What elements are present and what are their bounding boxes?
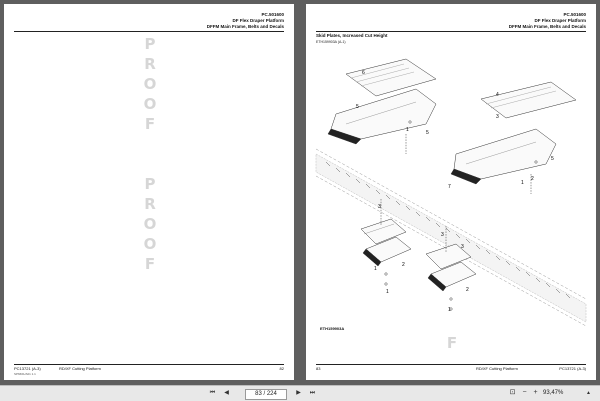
right-header-title: DF Flex Draper Platform bbox=[534, 18, 586, 23]
watermark-letter: P bbox=[144, 35, 156, 53]
right-footer-page: 83 bbox=[316, 366, 321, 371]
prev-page-icon[interactable]: ◀ bbox=[224, 390, 229, 396]
watermark-gap bbox=[140, 134, 160, 174]
left-page: PC.501600 DF Flex Draper Platform DFFM M… bbox=[4, 4, 294, 380]
fit-page-icon[interactable]: ⊡ bbox=[509, 389, 516, 396]
section-code: ETH159903A (A-1) bbox=[316, 40, 346, 44]
watermark-letter: O bbox=[143, 75, 157, 93]
page-number-input[interactable]: 83 / 224 bbox=[245, 388, 287, 400]
right-page: PC.501600 DF Flex Draper Platform DFFM M… bbox=[306, 4, 596, 380]
left-header-rule bbox=[14, 31, 284, 32]
left-header: PC.501600 DF Flex Draper Platform DFFM M… bbox=[207, 12, 284, 30]
right-footer-rule bbox=[316, 364, 586, 365]
watermark-letter: F bbox=[144, 115, 156, 133]
zoom-in-icon[interactable]: + bbox=[533, 389, 538, 396]
callout-label: 1 bbox=[386, 289, 389, 295]
left-footer-center: RD/XF Cutting Platform bbox=[59, 366, 101, 371]
watermark-letter: F bbox=[144, 255, 156, 273]
callout-label: 7 bbox=[448, 184, 451, 190]
watermark-letter: R bbox=[144, 55, 156, 73]
callout-label: 1 bbox=[521, 180, 524, 186]
right-footer-doc: PC13721 bbox=[559, 366, 576, 371]
left-header-code: PC.501600 bbox=[261, 12, 284, 17]
zoom-level[interactable]: 93,47% bbox=[543, 390, 564, 396]
parts-diagram bbox=[315, 58, 587, 327]
callout-label: 2 bbox=[466, 287, 469, 293]
figure-code: ETH159903A bbox=[320, 326, 345, 331]
last-page-icon[interactable]: ⏭ bbox=[309, 390, 316, 396]
callout-label: 1 bbox=[448, 307, 451, 313]
right-header: PC.501600 DF Flex Draper Platform DFFM M… bbox=[509, 12, 586, 30]
callout-label: 2 bbox=[402, 262, 405, 268]
callout-label: 2 bbox=[531, 176, 534, 182]
callout-label: 1 bbox=[374, 266, 377, 272]
watermark-letter: P bbox=[144, 175, 156, 193]
right-header-code: PC.501600 bbox=[563, 12, 586, 17]
callout-label: 6 bbox=[362, 70, 365, 76]
watermark-letter: O bbox=[143, 95, 157, 113]
left-header-section: DFFM Main Frame, Belts and Decals bbox=[206, 24, 284, 29]
zoom-out-icon[interactable]: − bbox=[522, 389, 527, 396]
callout-label: 3 bbox=[378, 204, 381, 210]
document-viewer[interactable]: PC.501600 DF Flex Draper Platform DFFM M… bbox=[0, 0, 600, 385]
left-footer-code: SP6661/A01 1.1 bbox=[14, 372, 36, 376]
left-footer-left: PC13721 (A-3) bbox=[14, 366, 41, 371]
callout-label: 4 bbox=[496, 92, 499, 98]
left-footer-page: 82 bbox=[279, 366, 284, 371]
left-footer-rev: (A-3) bbox=[31, 366, 41, 371]
watermark-letter: O bbox=[143, 235, 157, 253]
viewer-toolbar: ⏮ ◀ 83 / 224 ▶ ⏭ ⊡ − + 93,47% ▲ bbox=[0, 385, 600, 401]
chevron-up-icon[interactable]: ▲ bbox=[586, 390, 591, 396]
right-footer-rev: (A-3) bbox=[577, 366, 586, 371]
watermark-letter: O bbox=[143, 215, 157, 233]
left-footer-doc: PC13721 bbox=[14, 366, 31, 371]
callout-label: 1 bbox=[406, 127, 409, 133]
section-title: Skid Plates, Increased Cut Height bbox=[316, 33, 388, 38]
callout-label: 5 bbox=[551, 156, 554, 162]
watermark-letter: R bbox=[144, 195, 156, 213]
callout-label: 3 bbox=[496, 114, 499, 120]
next-page-icon[interactable]: ▶ bbox=[296, 390, 301, 396]
right-footer-center: RD/XF Cutting Platform bbox=[476, 366, 518, 371]
left-header-title: DF Flex Draper Platform bbox=[232, 18, 284, 23]
right-header-rule bbox=[316, 31, 586, 32]
left-footer-rule bbox=[14, 364, 284, 365]
right-footer-right: PC13721 (A-3) bbox=[559, 366, 586, 371]
callout-label: 3 bbox=[441, 232, 444, 238]
right-header-section: DFFM Main Frame, Belts and Decals bbox=[508, 24, 586, 29]
first-page-icon[interactable]: ⏮ bbox=[209, 390, 216, 396]
callout-label: 5 bbox=[426, 130, 429, 136]
callout-label: 3 bbox=[461, 244, 464, 250]
proof-watermark-letter: F bbox=[446, 334, 458, 352]
callout-label: 5 bbox=[356, 104, 359, 110]
proof-watermark: P R O O F P R O O F bbox=[140, 34, 160, 354]
